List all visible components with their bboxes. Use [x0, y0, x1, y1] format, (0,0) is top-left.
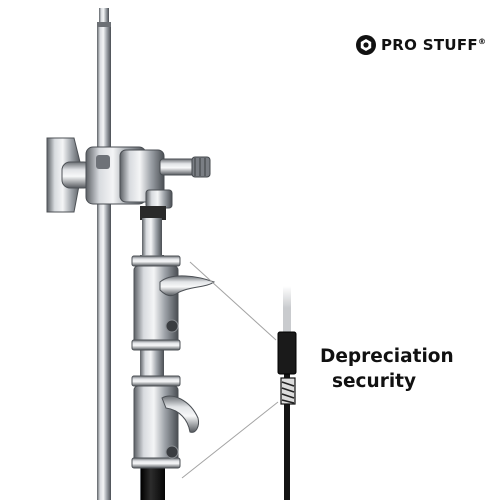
lower-collar [131, 375, 199, 469]
caption-line-1: Depreciation [320, 346, 454, 367]
callout-lines [181, 261, 279, 479]
detail-pole-inset [277, 286, 297, 500]
feature-caption: Depreciation security [320, 344, 480, 394]
grip-arm-rod [97, 8, 111, 500]
grip-head-knuckle [46, 137, 211, 213]
brand-logo: PRO STUFF® [356, 34, 486, 56]
upper-collar [131, 255, 216, 351]
brand-name: PRO STUFF® [381, 36, 486, 54]
hexagon-nut-icon [356, 35, 376, 55]
registered-mark: ® [477, 37, 487, 46]
caption-line-2: security [332, 371, 417, 392]
brand-name-text: PRO STUFF [381, 36, 478, 54]
